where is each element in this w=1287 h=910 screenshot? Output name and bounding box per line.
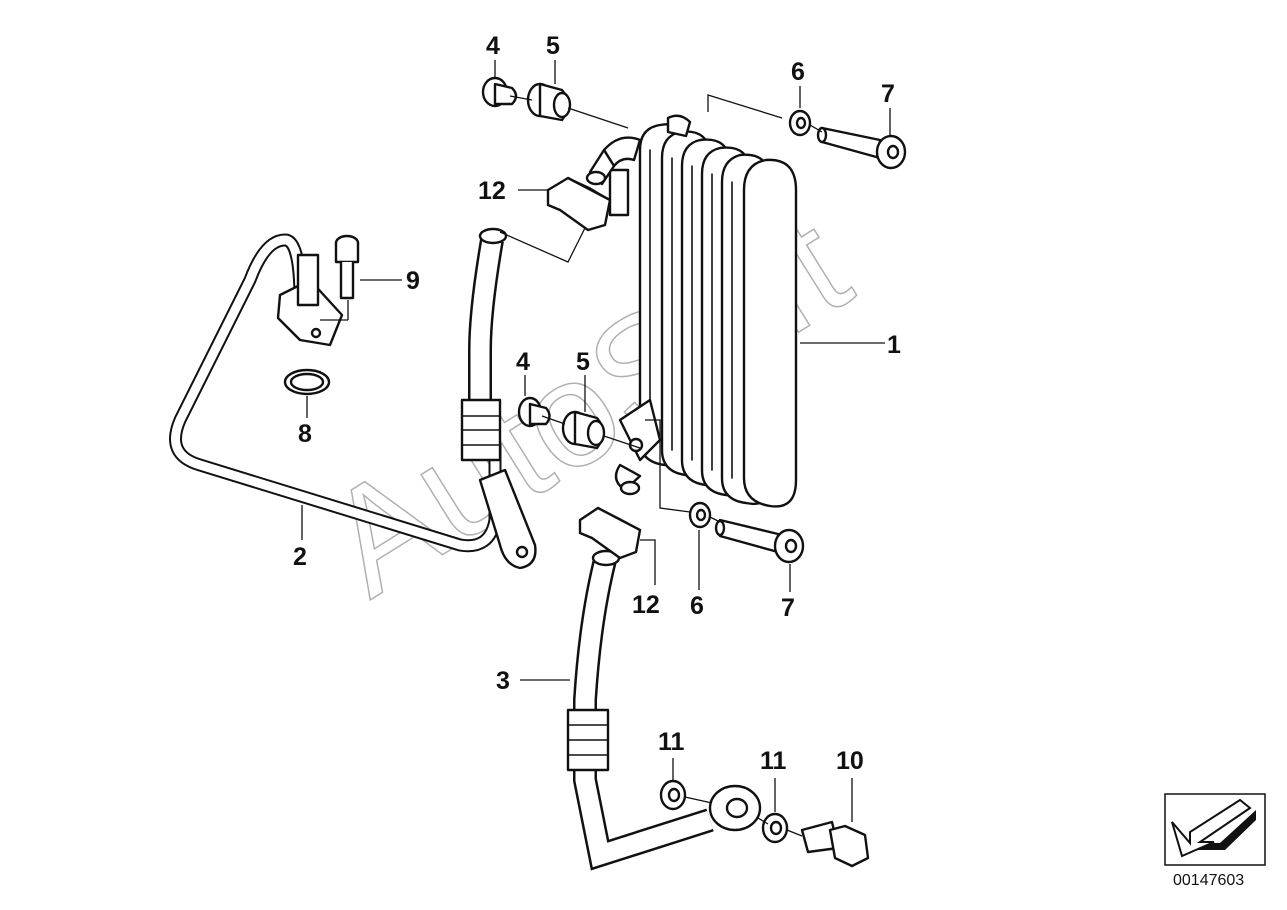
- leader-lines: [301, 60, 891, 837]
- bolt-lower[interactable]: [714, 518, 805, 564]
- part-label-5-lower[interactable]: 5: [576, 348, 590, 376]
- part-label-6-upper[interactable]: 6: [791, 58, 805, 86]
- arrow-down-left-icon: [1171, 798, 1256, 858]
- banjo-bolt[interactable]: [800, 820, 870, 868]
- part-label-9[interactable]: 9: [406, 267, 420, 295]
- part-label-2[interactable]: 2: [293, 543, 307, 571]
- part-label-12-upper[interactable]: 12: [478, 177, 506, 205]
- part-labels: 1 2 3 4 5 4 5 6 7 6 7 8 9 10 11 11 12 12: [293, 32, 901, 775]
- bolt-upper[interactable]: [816, 126, 907, 170]
- part-label-12-lower[interactable]: 12: [632, 591, 660, 619]
- part-label-6-lower[interactable]: 6: [690, 592, 704, 620]
- part-label-8[interactable]: 8: [298, 420, 312, 448]
- rubber-mount-lower[interactable]: [561, 410, 606, 450]
- diagram-id: 00147603: [1173, 872, 1244, 889]
- hose-clamp-upper[interactable]: [546, 176, 612, 232]
- oil-line-feed[interactable]: [566, 549, 762, 871]
- o-ring[interactable]: [283, 368, 331, 396]
- part-label-7-lower[interactable]: 7: [781, 594, 795, 622]
- part-label-3[interactable]: 3: [496, 667, 510, 695]
- washer-upper[interactable]: [788, 109, 812, 137]
- seal-ring-right[interactable]: [761, 812, 789, 844]
- hose-clamp-lower[interactable]: [578, 506, 642, 560]
- hose-upper[interactable]: [460, 227, 508, 462]
- bushing-lower[interactable]: [517, 396, 551, 428]
- bushing-upper[interactable]: [481, 76, 518, 108]
- washer-lower[interactable]: [688, 501, 712, 529]
- part-label-11-left[interactable]: 11: [658, 728, 685, 756]
- oil-cooler[interactable]: [585, 114, 798, 508]
- part-label-4-upper[interactable]: 4: [486, 32, 500, 60]
- orientation-box: [1164, 793, 1266, 866]
- part-label-1[interactable]: 1: [887, 331, 901, 359]
- part-label-11-right[interactable]: 11: [760, 747, 787, 775]
- rubber-mount-upper[interactable]: [526, 82, 572, 122]
- part-label-4-lower[interactable]: 4: [516, 348, 530, 376]
- part-label-10[interactable]: 10: [836, 747, 864, 775]
- part-label-5-upper[interactable]: 5: [546, 32, 560, 60]
- part-label-7-upper[interactable]: 7: [881, 80, 895, 108]
- seal-ring-left[interactable]: [659, 779, 687, 811]
- screw[interactable]: [334, 234, 360, 300]
- oil-line-return[interactable]: [169, 233, 537, 570]
